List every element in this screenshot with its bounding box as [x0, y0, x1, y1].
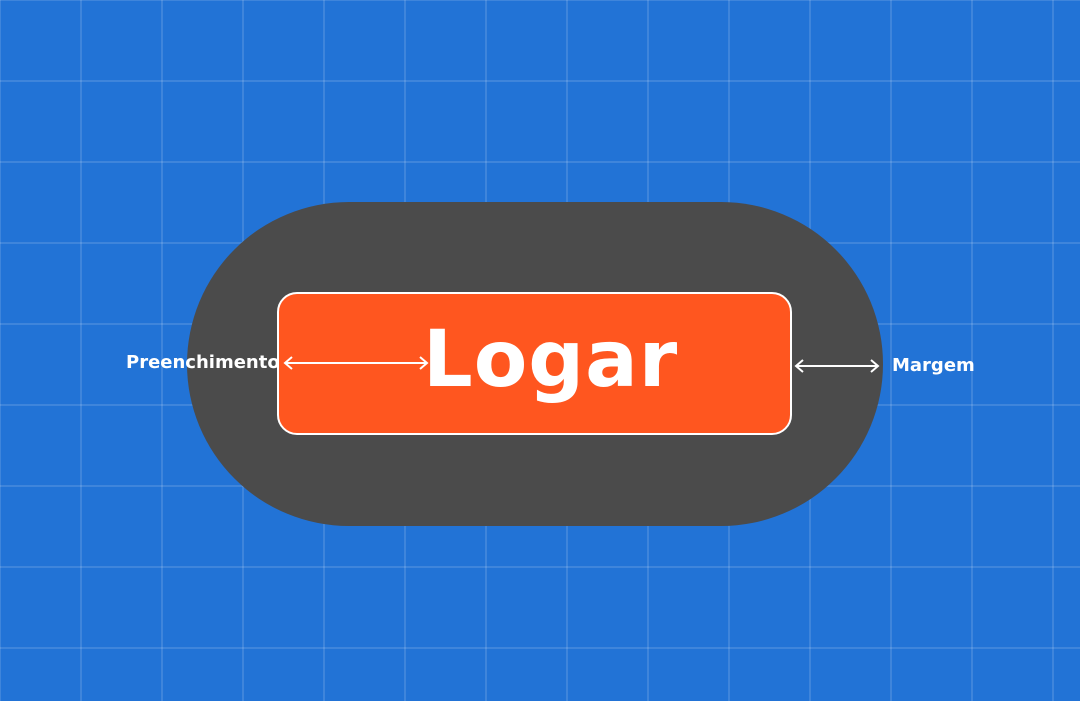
login-button-label: Logar — [423, 315, 679, 405]
margin-arrow-icon — [794, 359, 880, 373]
padding-arrow-icon — [283, 356, 429, 370]
margin-label: Margem — [892, 355, 975, 376]
padding-label: Preenchimento — [126, 352, 280, 373]
